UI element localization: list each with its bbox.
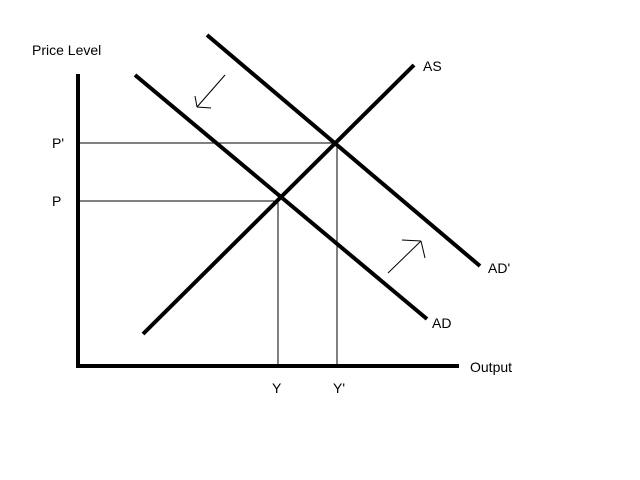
ad-curve — [133, 73, 429, 321]
as-label: AS — [423, 58, 442, 74]
y-axis-label: Price Level — [32, 42, 101, 58]
output-new-label: Y' — [333, 380, 345, 396]
shift-right-arrow-icon — [387, 239, 426, 274]
x-axis-label: Output — [470, 359, 512, 375]
ad-prime-curve — [205, 33, 482, 268]
as-curve — [141, 63, 416, 336]
price-original-label: P — [52, 193, 61, 209]
ad-prime-label: AD' — [488, 260, 510, 276]
shift-left-arrow-icon — [194, 74, 226, 109]
ad-label: AD — [432, 315, 451, 331]
output-original-label: Y — [272, 380, 282, 396]
price-new-label: P' — [52, 135, 64, 151]
